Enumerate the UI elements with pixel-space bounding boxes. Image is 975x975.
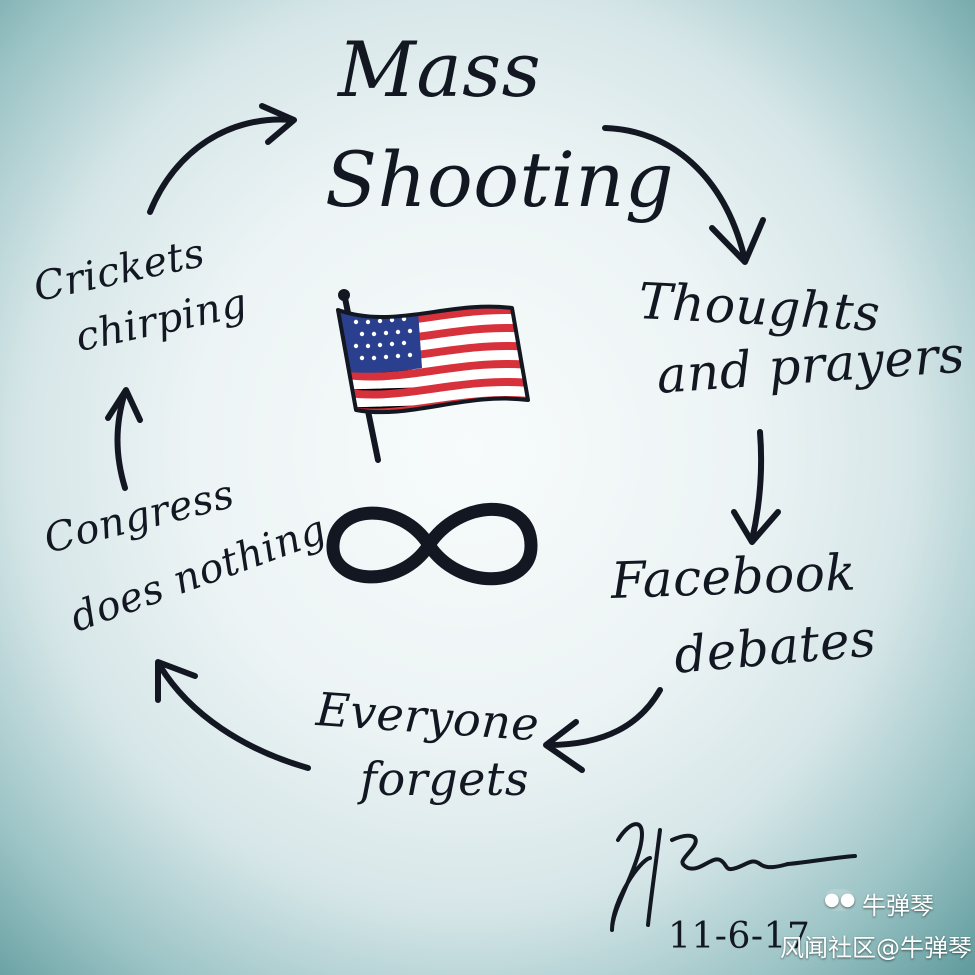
arrow-shooting-to-thoughts [602,125,748,263]
stage-thoughts-line1: Thoughts [637,272,882,343]
arrowhead-facebook-to-forgets [543,719,585,773]
american-flag-icon [336,289,530,463]
arrowhead-thoughts-to-facebook [731,509,781,545]
arrow-congress-to-crickets [114,389,128,491]
arrowhead-shooting-to-thoughts [709,217,766,265]
title-mass: Mass [338,25,542,114]
wechat-icon: ●● [824,889,856,911]
arrow-crickets-to-shooting [147,116,295,215]
arrow-facebook-to-forgets [545,687,663,748]
stage-forgets-line2: forgets [360,752,529,806]
title-shooting: Shooting [325,135,674,224]
signature-icon [610,822,857,932]
watermark-account: 牛弹琴 [862,892,934,920]
arrow-thoughts-to-facebook [749,429,765,543]
signature-date: 11-6-17 [668,916,811,957]
arrowhead-congress-to-crickets [105,387,143,423]
arrowhead-forgets-to-congress [155,659,198,703]
stage-facebook-line1: Facebook [609,543,857,610]
infinity-icon [326,502,538,586]
arrow-forgets-to-congress [157,663,311,771]
arrowhead-crickets-to-shooting [259,103,297,145]
watermark-community: 风闻社区@牛弹琴 [780,934,972,962]
